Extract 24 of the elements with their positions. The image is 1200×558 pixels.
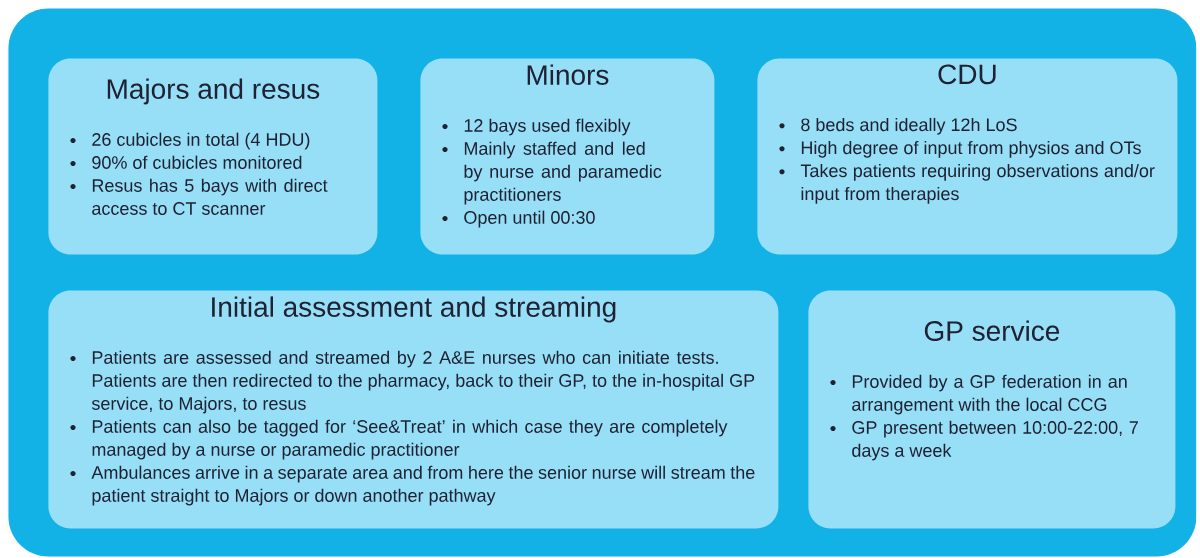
box-heading: Minors [527, 64, 609, 85]
info-box [48, 58, 378, 255]
box-heading: Initial assessment and streaming [212, 296, 616, 323]
bullet-item: GP present between 10:00-22:00, 7 days a week [830, 420, 1138, 461]
bullet-item: Patients can also be tagged for ‘See&Treat’ in which case they are completely managed by a nurse or paramedic practitioner [70, 419, 728, 460]
info-box [808, 290, 1176, 529]
box-heading: Majors and resus [107, 78, 320, 105]
bullet-item: Takes patients requiring observations and/or input from therapies [779, 163, 1155, 204]
bullet-item: 12 bays used flexibly [442, 118, 631, 136]
info-box [420, 58, 715, 255]
info-box [757, 58, 1178, 255]
bullet-item: Open until 00:30 [442, 210, 595, 228]
bullet-item: Ambulances arrive in a separate area and from here the senior nurse will stream the patient straight to Majors or down another pathway [70, 465, 755, 506]
bullet-item: High degree of input from physios and OTs [779, 140, 1141, 158]
bullet-item: 26 cubicles in total (4 HDU) [70, 132, 310, 150]
box-heading: CDU [938, 64, 996, 85]
bullet-item: Resus has 5 bays with direct access to CT scanner [70, 178, 328, 215]
bullet-item: 90% of cubicles monitored [70, 155, 302, 169]
box-heading: GP service [924, 320, 1060, 341]
bullet-item: Patients are assessed and streamed by 2 A&E nurses who can initiate tests. Patients are then redirected to the pharmacy, back to their GP, to the in-hospital GP service, to Majors, to resus [70, 350, 755, 414]
info-box [48, 290, 779, 529]
bullet-item: 8 beds and ideally 12h LoS [779, 117, 1017, 135]
bullet-item: Provided by a GP federation in an arrangement with the local CCG [830, 374, 1127, 415]
bullet-item: Mainly staffed and led by nurse and paramedic practitioners [442, 141, 662, 205]
